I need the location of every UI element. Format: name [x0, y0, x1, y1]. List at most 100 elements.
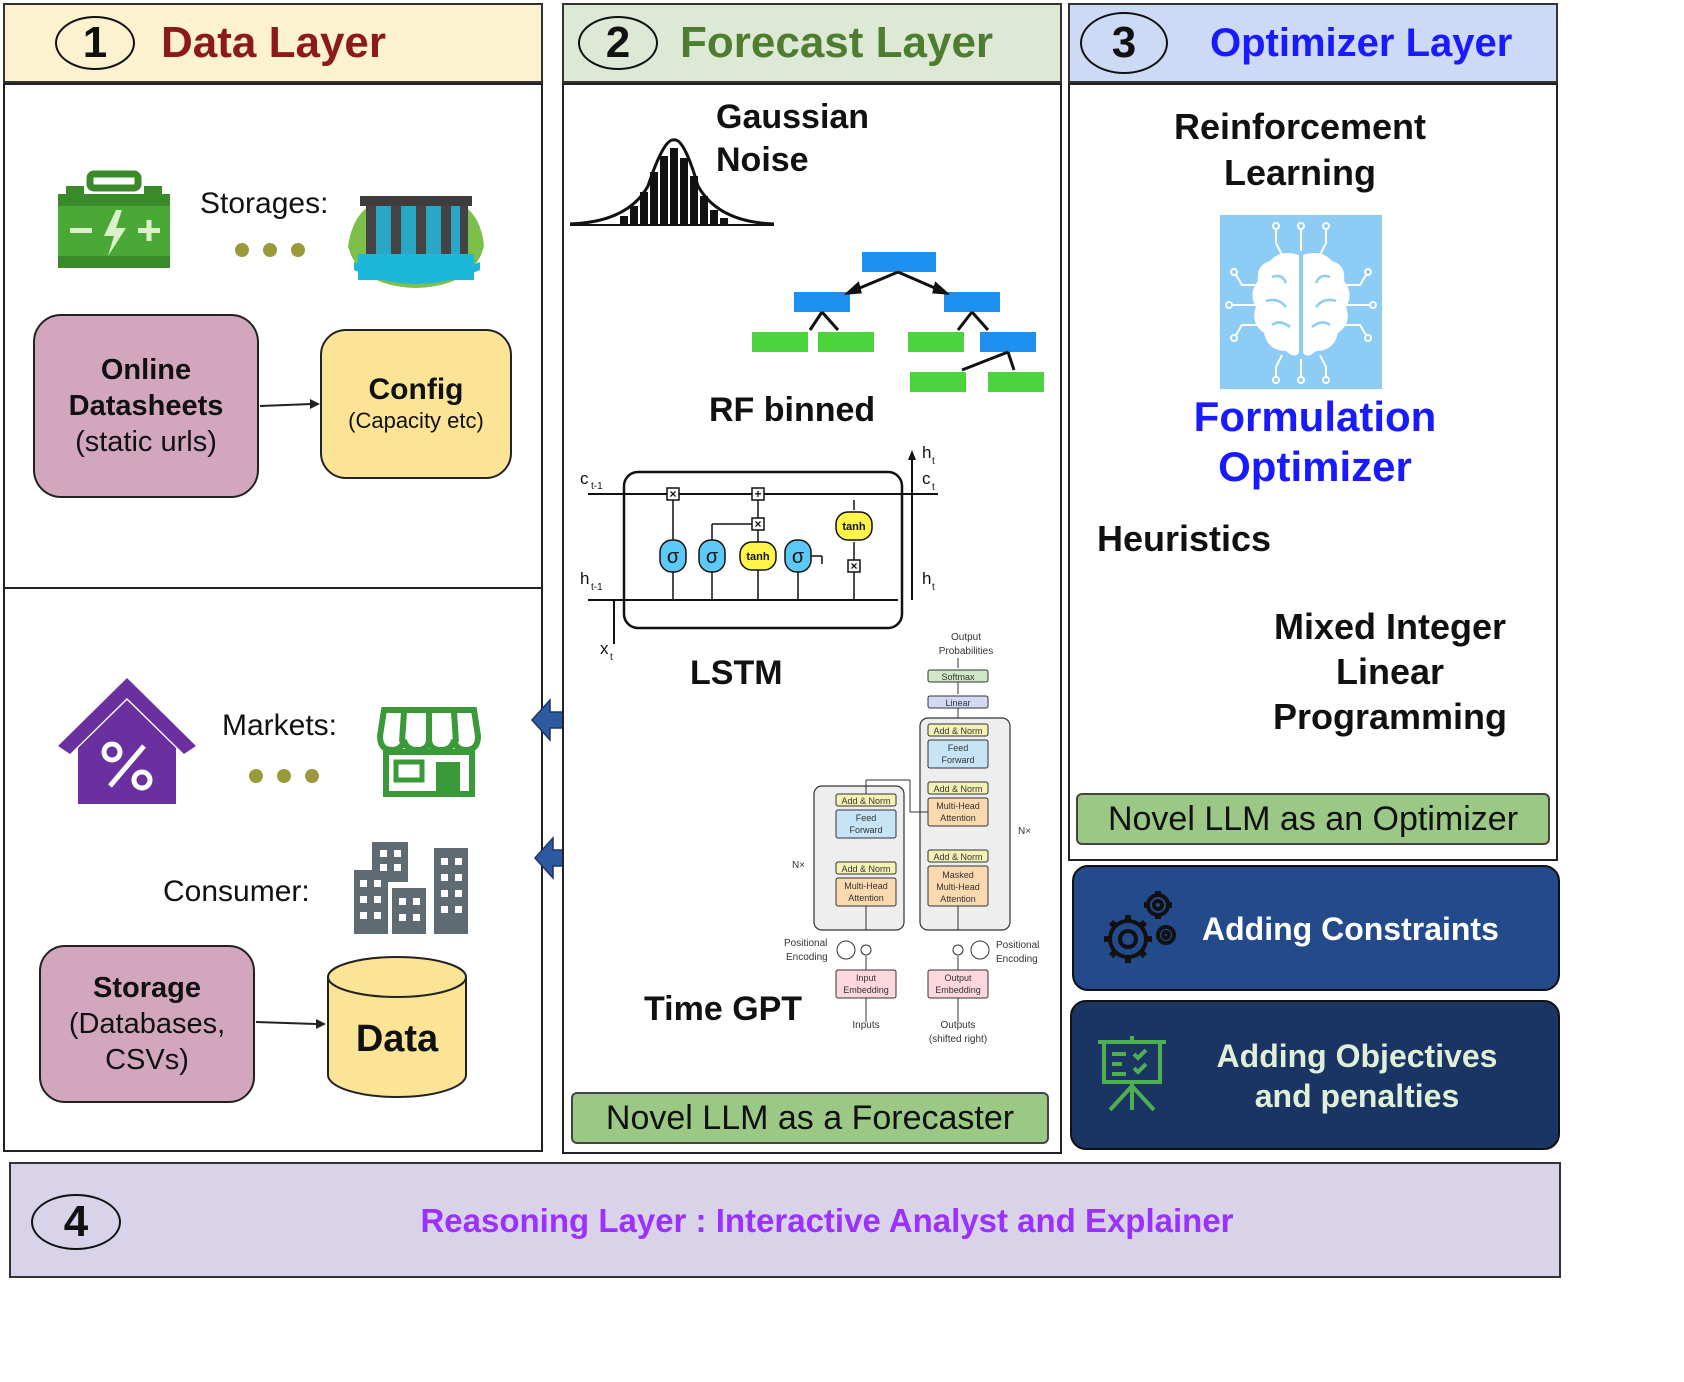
config-box: Config (Capacity etc)	[320, 329, 512, 479]
config-title: Config	[368, 373, 464, 406]
svg-text:×: ×	[850, 559, 857, 573]
formulation-line1: Formulation	[1193, 393, 1437, 440]
lstm-sigma-2: σ	[706, 546, 719, 568]
forecast-layer-number: 2	[578, 16, 658, 70]
adding-constraints-button[interactable]: Adding Constraints	[1072, 865, 1560, 991]
hydro-dam-icon	[348, 196, 484, 288]
novel-llm-optimizer-bar: Novel LLM as an Optimizer	[1076, 793, 1550, 845]
forecast-layer-title: Forecast Layer	[680, 18, 994, 67]
rf-binned-label: RF binned	[709, 391, 876, 429]
data-layer-title: Data Layer	[161, 18, 387, 67]
decoder-add-norm-3: Add & Norm	[933, 852, 982, 862]
svg-text:×: ×	[669, 487, 676, 501]
svg-text:+: +	[754, 487, 761, 501]
decoder-masked-2: Multi-Head	[936, 882, 980, 892]
decoder-add-norm-1: Add & Norm	[933, 726, 982, 736]
data-layer-number: 1	[55, 16, 135, 70]
decoder-pos-enc-2: Encoding	[996, 954, 1038, 965]
adding-objectives-button[interactable]: Adding Objectives and penalties	[1070, 1000, 1560, 1150]
formulation-optimizer-label: Formulation Optimizer	[1150, 392, 1480, 492]
presentation-board-icon	[1098, 1036, 1166, 1112]
objectives-line1: Adding Objectives	[1216, 1038, 1498, 1074]
encoder-pos-enc-1: Positional	[784, 938, 827, 949]
lstm-tanh-1: tanh	[746, 551, 770, 563]
time-gpt-label: Time GPT	[644, 990, 803, 1028]
store-icon	[376, 707, 482, 797]
encoder-mha-2: Attention	[848, 893, 884, 903]
decoder-masked-3: Attention	[940, 894, 976, 904]
consumer-buildings-icon	[354, 842, 468, 934]
reasoning-layer-title: Reasoning Layer : Interactive Analyst an…	[420, 1202, 1234, 1239]
decoder-pos-enc-1: Positional	[996, 940, 1039, 951]
storage-databases-box: Storage (Databases, CSVs)	[39, 945, 255, 1103]
transformer-outputs-1: Outputs	[940, 1020, 975, 1031]
lstm-x-sub: t	[610, 652, 613, 663]
adding-objectives-label: Adding Objectives and penalties	[1192, 1036, 1522, 1116]
optimizer-layer-number: 3	[1080, 12, 1168, 74]
optimizer-layer-panel	[1068, 83, 1558, 861]
transformer-outputs-2: (shifted right)	[929, 1034, 987, 1045]
rl-line1: Reinforcement	[1173, 106, 1427, 147]
gears-icon	[1104, 891, 1176, 963]
input-embedding-2: Embedding	[843, 985, 889, 995]
rl-line2: Learning	[1223, 152, 1376, 193]
storage-to-data-arrow	[255, 1019, 326, 1029]
decoder-nx: N×	[1018, 826, 1031, 837]
heuristics-label: Heuristics	[1097, 518, 1272, 559]
lstm-h-prev-sub: t-1	[591, 582, 603, 593]
optimizer-layer-title: Optimizer Layer	[1210, 20, 1513, 65]
decoder-ff-2: Forward	[941, 755, 974, 765]
encoder-add-norm-1: Add & Norm	[841, 796, 890, 806]
gaussian-noise-label: Gaussian Noise	[716, 96, 869, 182]
reasoning-layer-number: 4	[31, 1194, 121, 1250]
ellipsis-dots-markets	[249, 769, 319, 783]
output-embedding-1: Output	[944, 973, 972, 983]
lstm-cell-diagram: ×+ ×× σ σ σ tanh tanh c t-1 h t-1 x t h …	[580, 443, 938, 663]
encoder-add-norm-2: Add & Norm	[841, 864, 890, 874]
encoder-pos-enc-2: Encoding	[786, 952, 828, 963]
input-embedding-1: Input	[856, 973, 877, 983]
encoder-ff-2: Forward	[849, 825, 882, 835]
data-label: Data	[355, 1018, 439, 1060]
lstm-h-right-sub: t	[932, 582, 935, 593]
encoder-nx: N×	[792, 860, 805, 871]
encoder-ff-1: Feed	[856, 813, 877, 823]
consumer-label: Consumer:	[163, 875, 310, 908]
decoder-mha-1: Multi-Head	[936, 801, 980, 811]
transformer-architecture-diagram: Output Probabilities Softmax Linear Add …	[784, 632, 1039, 1045]
reinforcement-learning-label: Reinforcement Learning	[1140, 104, 1460, 196]
transformer-linear: Linear	[945, 698, 970, 708]
output-embedding-2: Embedding	[935, 985, 981, 995]
random-forest-tree-icon	[752, 252, 1044, 392]
battery-icon	[58, 170, 170, 268]
storage-line2: (Databases,	[68, 1008, 226, 1040]
encoder-mha-1: Multi-Head	[844, 881, 888, 891]
online-datasheets-box: Online Datasheets (static urls)	[33, 314, 259, 498]
transformer-softmax: Softmax	[941, 672, 975, 682]
lstm-h-prev: h	[580, 569, 589, 588]
milp-line3: Programming	[1272, 696, 1508, 737]
datasheets-to-config-arrow	[259, 399, 320, 409]
decoder-mha-2: Attention	[940, 813, 976, 823]
lstm-h-out: h	[922, 443, 931, 462]
novel-llm-optimizer-label: Novel LLM as an Optimizer	[1107, 799, 1519, 838]
markets-label: Markets:	[222, 709, 338, 742]
lstm-c-prev-sub: t-1	[591, 481, 603, 492]
gaussian-line1: Gaussian	[716, 98, 870, 136]
storage-line3: CSVs)	[105, 1044, 189, 1076]
market-percent-house-icon	[58, 678, 196, 804]
gaussian-histogram-icon	[569, 138, 775, 226]
ellipsis-dots-storages	[235, 243, 305, 257]
milp-line1: Mixed Integer	[1273, 606, 1507, 647]
lstm-c-prev: c	[580, 469, 589, 488]
lstm-label: LSTM	[690, 654, 783, 692]
lstm-h-out-sub: t	[932, 456, 935, 467]
lstm-sigma-1: σ	[667, 546, 680, 568]
data-layer-header: 1 Data Layer	[3, 3, 543, 83]
lstm-c-out: c	[922, 469, 931, 488]
lstm-sigma-3: σ	[792, 546, 805, 568]
transformer-output-top-2: Probabilities	[939, 646, 993, 657]
formulation-line2: Optimizer	[1218, 443, 1412, 490]
adding-constraints-label: Adding Constraints	[1202, 911, 1499, 947]
svg-text:×: ×	[754, 517, 761, 531]
